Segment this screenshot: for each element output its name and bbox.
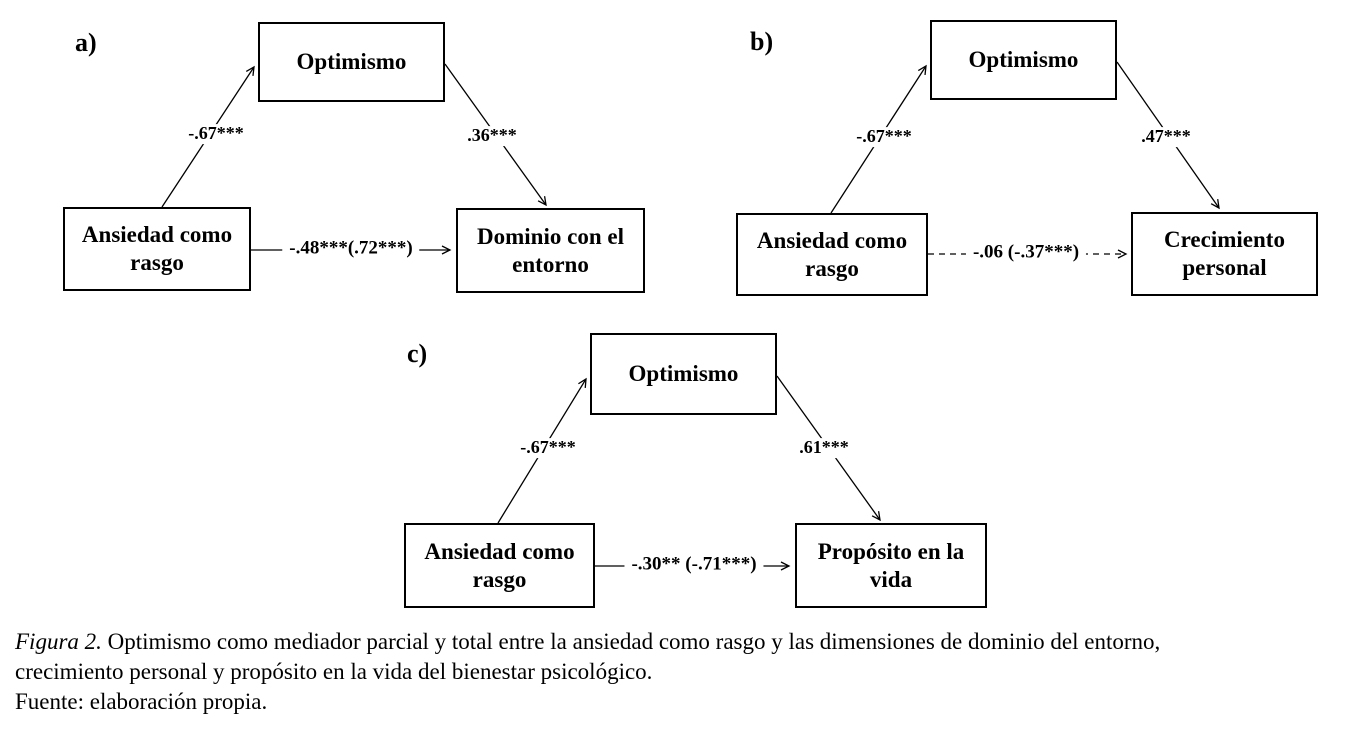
panel-c-mediator-box: Optimismo (590, 333, 777, 415)
panel-c-path-b-coef: .61*** (796, 437, 852, 458)
figure-caption-source: Fuente: elaboración propia. (15, 689, 268, 714)
panel-a-path-a-coef: -.67*** (185, 123, 247, 144)
panel-c-path-a-coef: -.67*** (517, 437, 579, 458)
panel-b-outcome-label: Crecimiento personal (1164, 227, 1285, 280)
panel-c-outcome-box: Propósito en la vida (795, 523, 987, 608)
panel-a-predictor-label: Ansiedad como rasgo (81, 222, 233, 275)
panel-b-predictor-label: Ansiedad como rasgo (756, 227, 908, 281)
panel-a-outcome-label: Dominio con el entorno (477, 223, 624, 277)
panel-a-label: a) (75, 28, 97, 57)
figure-caption: Figura 2. Optimismo como mediador parcia… (15, 627, 1350, 717)
figure-caption-line1-text: Optimismo como mediador parcial y total … (101, 629, 1161, 654)
panel-a-mediator-label: Optimismo (296, 49, 407, 75)
panel-c-outcome-label: Propósito en la vida (817, 538, 965, 592)
panel-b-mediator-box: Optimismo (930, 20, 1117, 100)
panel-b-path-a-coef: -.67*** (853, 126, 915, 147)
panel-a-predictor-box: Ansiedad como rasgo (63, 207, 251, 291)
panel-a-mediator-box: Optimismo (258, 22, 445, 102)
panel-b-path-b-coef: .47*** (1138, 126, 1194, 147)
panel-c-mediator-label: Optimismo (628, 361, 739, 387)
figure-number-label: Figura 2. (15, 629, 102, 654)
panel-b-outcome-box: Crecimiento personal (1131, 212, 1318, 296)
panel-b-predictor-box: Ansiedad como rasgo (736, 213, 928, 296)
panel-a-outcome-box: Dominio con el entorno (456, 208, 645, 293)
panel-c-predictor-box: Ansiedad como rasgo (404, 523, 595, 608)
panel-b-direct-coef: -.06 (-.37***) (965, 242, 1087, 264)
panel-c-label: c) (407, 339, 428, 368)
panel-a-path-b-coef: .36*** (464, 125, 520, 146)
panel-b-label: b) (750, 27, 774, 56)
panel-a-direct-coef: -.48***(.72***) (282, 238, 420, 260)
panel-b-mediator-label: Optimismo (968, 47, 1079, 73)
panel-c-direct-coef: -.30** (-.71***) (624, 554, 764, 576)
figure-caption-line1: Figura 2. Optimismo como mediador parcia… (15, 627, 1350, 657)
panel-c-predictor-label: Ansiedad como rasgo (424, 538, 575, 592)
figure-caption-line2: crecimiento personal y propósito en la v… (15, 659, 653, 684)
